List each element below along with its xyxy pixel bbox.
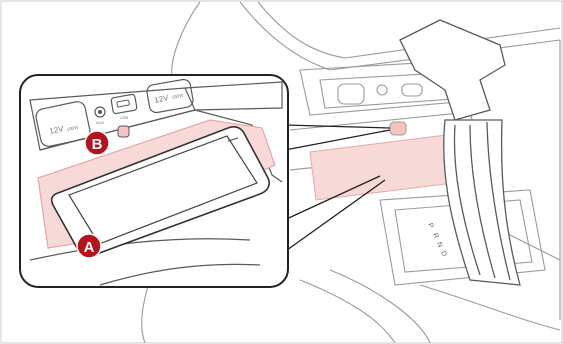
callout-badge-b: B xyxy=(85,131,109,155)
usb-label: USB xyxy=(120,115,129,120)
charging-indicator-button xyxy=(118,126,129,137)
background-ports xyxy=(338,84,422,104)
callout-letter-a: A xyxy=(84,239,95,256)
gear-letters: P R N D xyxy=(426,222,447,257)
gear-letter-d: D xyxy=(439,250,447,257)
inset-panel: 12V 180W AUX USB 12V 180W xyxy=(20,75,288,287)
gear-letter-n: N xyxy=(435,241,443,248)
charger-button-background xyxy=(390,122,406,135)
callout-badge-a: A xyxy=(77,234,101,258)
aux-label: AUX xyxy=(96,120,105,125)
callout-letter-b: B xyxy=(92,136,103,153)
gear-letter-r: R xyxy=(431,232,439,239)
gear-letter-p: P xyxy=(426,222,434,229)
